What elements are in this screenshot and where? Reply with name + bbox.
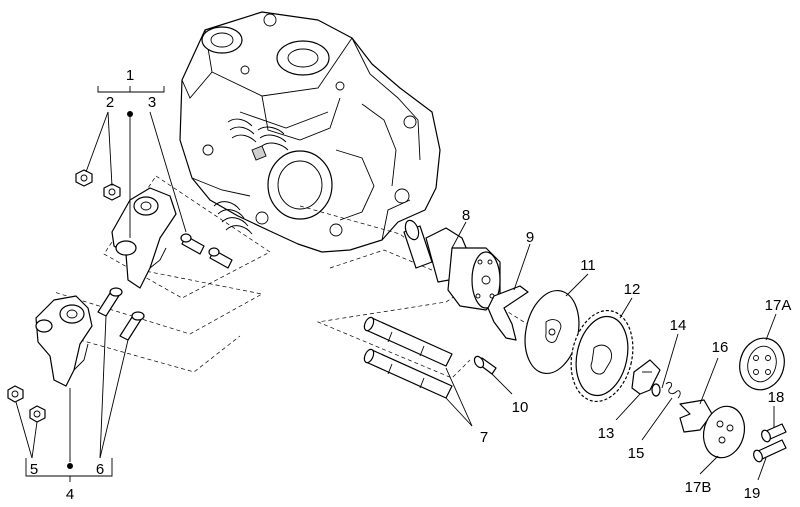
rocker-arm-upper — [111, 187, 177, 289]
bolt-19 — [753, 439, 787, 463]
callout-1-dot — [127, 111, 133, 117]
callout-12: 12 — [624, 281, 641, 298]
callout-7: 7 — [480, 429, 488, 446]
washer-15 — [651, 383, 661, 397]
small-hardware — [7, 169, 233, 423]
decompressor-weight — [631, 359, 661, 395]
callout-17b: 17B — [685, 479, 712, 496]
callout-5: 5 — [30, 461, 38, 478]
callout-18: 18 — [768, 389, 785, 406]
screw-10 — [473, 355, 497, 375]
cylinder-head — [179, 11, 441, 253]
cover-17a — [739, 337, 785, 391]
callout-14: 14 — [670, 317, 687, 334]
rocker-shafts — [363, 316, 453, 399]
callout-15: 15 — [628, 445, 645, 462]
callout-4: 4 — [66, 486, 74, 503]
callout-19: 19 — [744, 485, 761, 502]
camshaft — [403, 219, 501, 311]
callout-8: 8 — [462, 207, 470, 224]
callout-11: 11 — [580, 257, 596, 274]
spring-14 — [665, 381, 681, 399]
rocker-arm-lower — [35, 295, 93, 387]
thrust-plate — [487, 285, 529, 341]
callout-10: 10 — [512, 399, 529, 416]
callout-1: 1 — [126, 67, 134, 84]
bolt-18 — [761, 423, 787, 443]
callout-9: 9 — [526, 229, 534, 246]
callout-2: 2 — [106, 94, 114, 111]
callout-16: 16 — [712, 339, 729, 356]
callout-13: 13 — [598, 425, 615, 442]
callout-4-dot — [67, 463, 73, 469]
retainer-16 — [679, 399, 713, 433]
callout-6: 6 — [96, 461, 104, 478]
cam-sprocket — [570, 309, 634, 403]
leader-lines — [15, 86, 777, 482]
callout-3: 3 — [148, 94, 156, 111]
callout-17a: 17A — [765, 297, 792, 314]
